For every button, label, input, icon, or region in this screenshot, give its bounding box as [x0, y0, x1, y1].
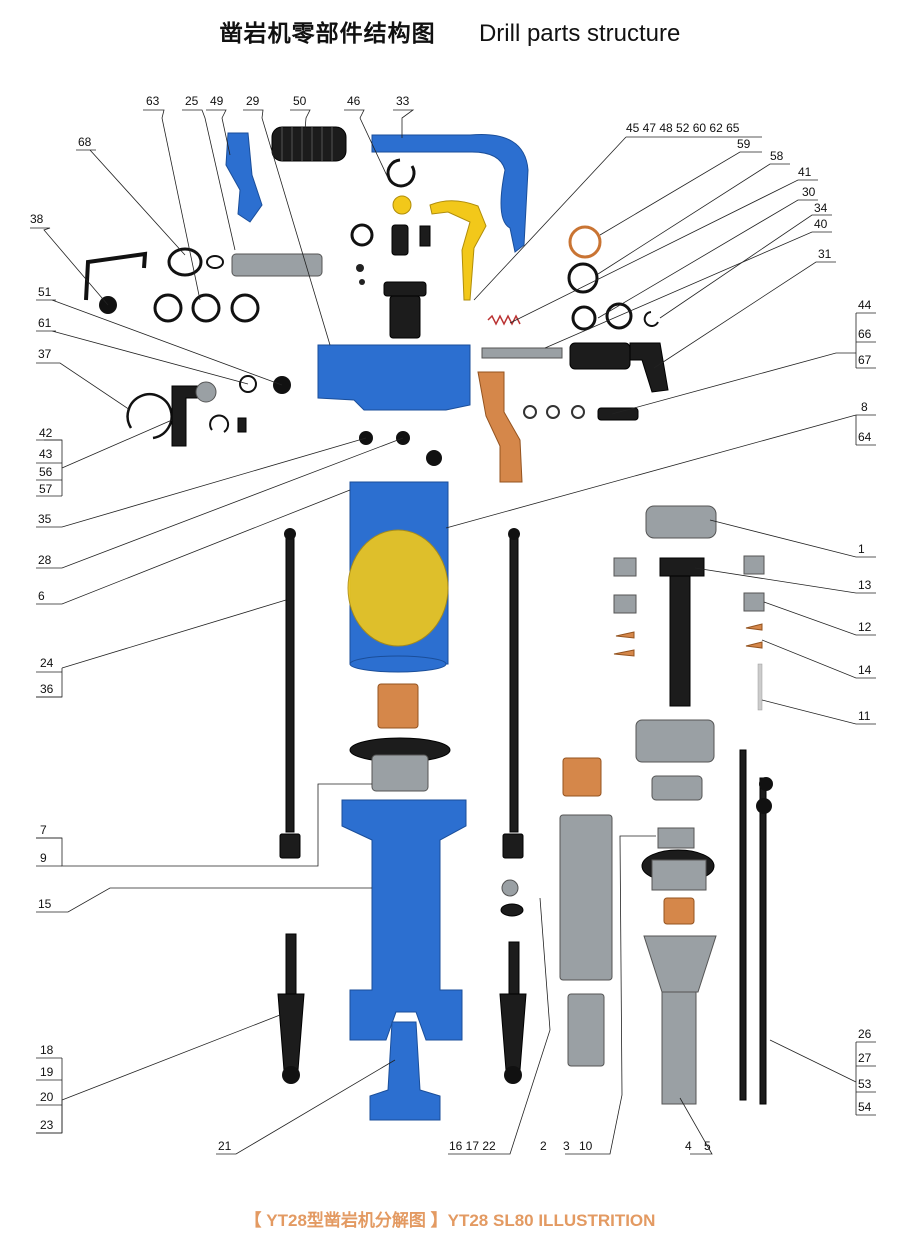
callout-58: 58 — [770, 149, 784, 163]
callout-31: 31 — [818, 247, 832, 261]
callout-11: 11 — [858, 709, 871, 723]
callout-51: 51 — [38, 285, 52, 299]
callout-36: 36 — [40, 682, 54, 696]
callout-2: 2 — [540, 1139, 547, 1153]
callout-8: 8 — [861, 400, 868, 414]
parts-illustration — [84, 126, 773, 1121]
callout-15: 15 — [38, 897, 52, 911]
callout-1: 1 — [858, 542, 865, 556]
callout-61: 61 — [38, 316, 52, 330]
callout-12: 12 — [858, 620, 872, 634]
callout-9: 9 — [40, 851, 47, 865]
callout-28: 28 — [38, 553, 52, 567]
callout-20: 20 — [40, 1090, 54, 1104]
illustration-caption: 【 YT28型凿岩机分解图 】YT28 SL80 ILLUSTRITION — [244, 1211, 656, 1230]
callout-49: 49 — [210, 94, 224, 108]
callout-33: 33 — [396, 94, 410, 108]
callout-59: 59 — [737, 137, 751, 151]
callout-23: 23 — [40, 1118, 54, 1132]
callout-46: 46 — [347, 94, 361, 108]
callout-14: 14 — [858, 663, 872, 677]
callout-25: 25 — [185, 94, 199, 108]
callout-5: 5 — [704, 1139, 711, 1153]
callout-13: 13 — [858, 578, 872, 592]
title-en: Drill parts structure — [478, 20, 681, 47]
callout-41: 41 — [798, 165, 812, 179]
callout-67: 67 — [858, 353, 872, 367]
callout-26: 26 — [858, 1027, 872, 1041]
callout-44: 44 — [858, 298, 872, 312]
callout-66: 66 — [858, 327, 872, 341]
callout-19: 19 — [40, 1065, 54, 1079]
callout-18: 18 — [40, 1043, 54, 1057]
callout-54: 54 — [858, 1100, 872, 1114]
callout-30: 30 — [802, 185, 816, 199]
callout-50: 50 — [293, 94, 307, 108]
callout-21: 21 — [218, 1139, 232, 1153]
callout-27: 27 — [858, 1051, 872, 1065]
callout-24: 24 — [40, 656, 54, 670]
callout-10: 10 — [579, 1139, 593, 1153]
callout-34: 34 — [814, 201, 828, 215]
callout-56: 56 — [39, 465, 53, 479]
callout-45-65: 45 47 48 52 60 62 65 — [626, 121, 740, 135]
diagram-title: 凿岩机零部件结构图 Drill parts structure — [0, 14, 900, 48]
callout-38: 38 — [30, 212, 44, 226]
callout-16-17-22: 16 17 22 — [449, 1139, 496, 1153]
callout-53: 53 — [858, 1077, 872, 1091]
callout-37: 37 — [38, 347, 52, 361]
leader-lines — [30, 109, 876, 1155]
callout-43: 43 — [39, 447, 53, 461]
title-zh: 凿岩机零部件结构图 — [219, 21, 436, 47]
callout-4: 4 — [685, 1139, 692, 1153]
callout-68: 68 — [78, 135, 92, 149]
callout-7: 7 — [40, 823, 47, 837]
callout-6: 6 — [38, 589, 45, 603]
callout-42: 42 — [39, 426, 53, 440]
callout-40: 40 — [814, 217, 828, 231]
callout-63: 63 — [146, 94, 160, 108]
callout-57: 57 — [39, 482, 53, 496]
callout-numbers: 63 25 49 29 50 46 33 45 47 48 52 60 62 6… — [30, 94, 872, 1153]
callout-3: 3 — [563, 1139, 570, 1153]
callout-29: 29 — [246, 94, 260, 108]
callout-64: 64 — [858, 430, 872, 444]
callout-35: 35 — [38, 512, 52, 526]
